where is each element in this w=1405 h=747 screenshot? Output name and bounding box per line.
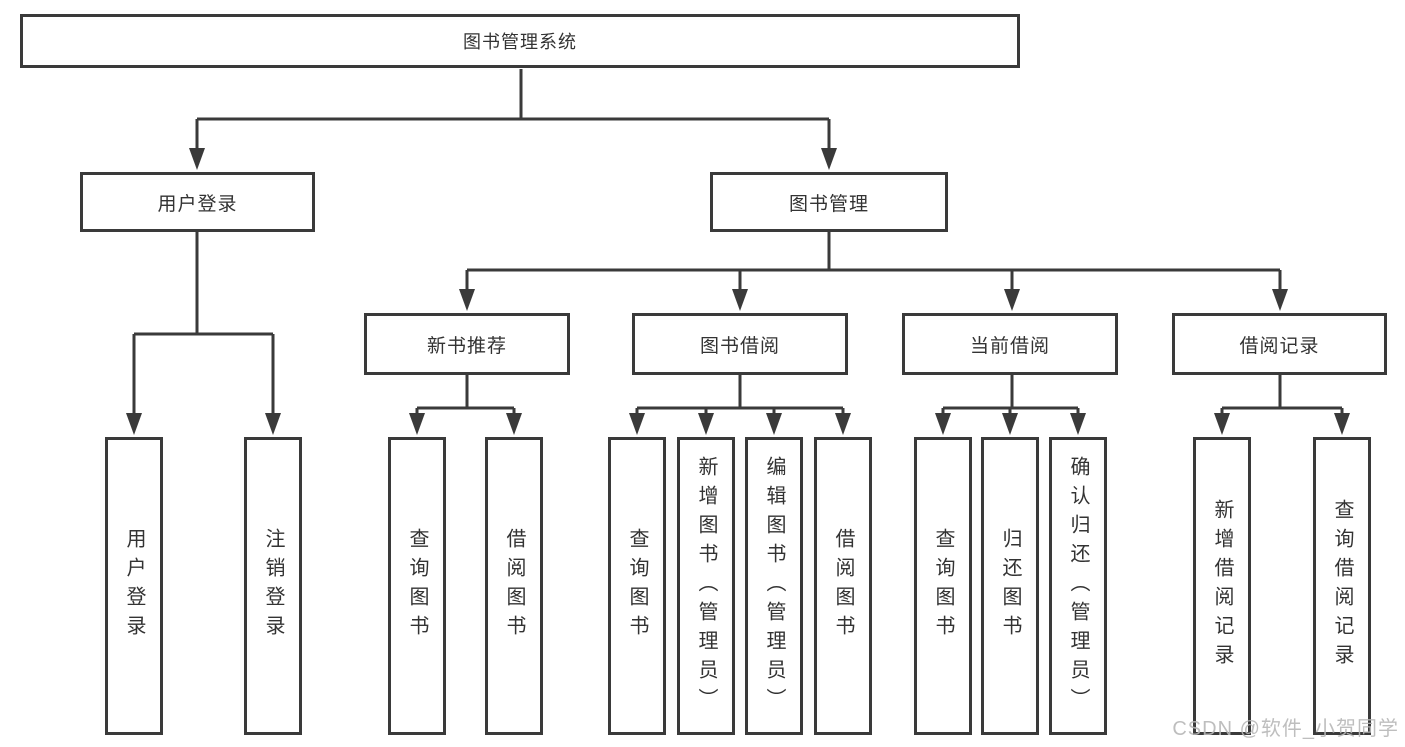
node-label: 新书推荐 [426,335,507,357]
node-current-borrow: 当前借阅 [902,313,1118,375]
node-label: 新增借阅记录 [1211,499,1233,673]
node-borrow-records: 借阅记录 [1172,313,1387,375]
leaf-user-login: 用户登录 [105,437,163,735]
leaf-add-books-admin: 新增图书（管理员） [677,437,735,735]
node-label: 借阅图书 [503,528,525,644]
leaf-query-books-3: 查询图书 [914,437,972,735]
leaf-borrow-books-1: 借阅图书 [485,437,543,735]
leaf-edit-books-admin: 编辑图书（管理员） [745,437,803,735]
node-label: 归还图书 [999,528,1021,644]
node-label: 借阅记录 [1239,335,1320,357]
node-label: 查询借阅记录 [1331,499,1353,673]
node-label: 图书管理系统 [463,32,577,52]
leaf-logout: 注销登录 [244,437,302,735]
node-label: 编辑图书（管理员） [763,455,785,717]
node-label: 用户登录 [123,528,145,644]
leaf-borrow-books-2: 借阅图书 [814,437,872,735]
leaf-return-books: 归还图书 [981,437,1039,735]
leaf-query-borrow-record: 查询借阅记录 [1313,437,1371,735]
csdn-watermark: CSDN @软件_小贺同学 [1172,718,1399,740]
leaf-confirm-return-admin: 确认归还（管理员） [1049,437,1107,735]
node-library-management-system: 图书管理系统 [20,14,1020,68]
node-label: 查询图书 [406,528,428,644]
node-label: 借阅图书 [832,528,854,644]
node-book-management-branch: 图书管理 [710,172,948,232]
node-label: 用户登录 [157,193,238,215]
leaf-add-borrow-record: 新增借阅记录 [1193,437,1251,735]
node-label: 查询图书 [626,528,648,644]
leaf-query-books-2: 查询图书 [608,437,666,735]
node-label: 当前借阅 [969,335,1050,357]
node-label: 确认归还（管理员） [1067,455,1089,717]
node-label: 查询图书 [932,528,954,644]
node-label: 新增图书（管理员） [695,455,717,717]
node-label: 注销登录 [262,528,284,644]
node-label: 图书借阅 [699,335,780,357]
node-book-borrow: 图书借阅 [632,313,848,375]
node-label: 图书管理 [788,193,869,215]
node-user-login-branch: 用户登录 [80,172,315,232]
leaf-query-books-1: 查询图书 [388,437,446,735]
node-new-book-recommend: 新书推荐 [364,313,570,375]
